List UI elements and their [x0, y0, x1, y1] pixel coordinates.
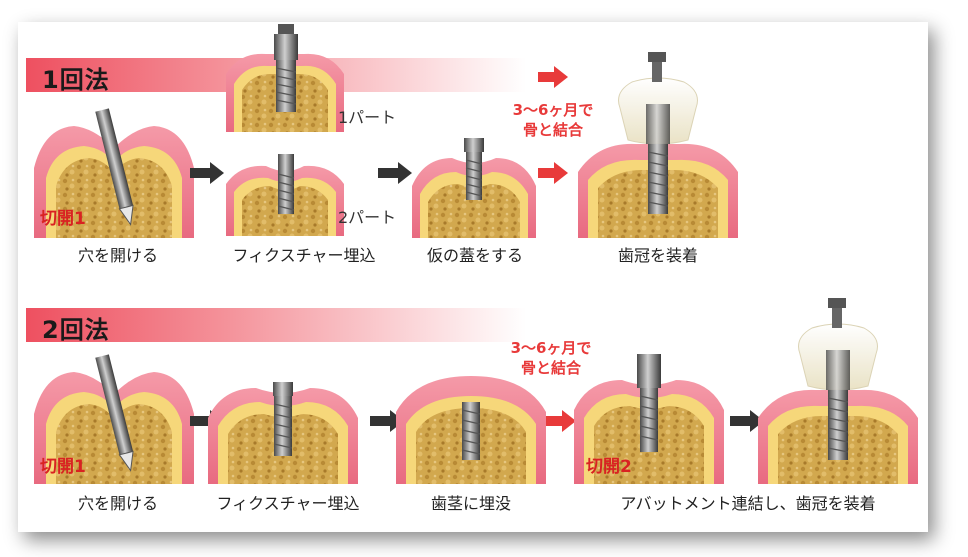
arrow-right-icon	[190, 162, 224, 184]
m2-incision1-label: 切開1	[40, 457, 86, 477]
m2-wait-line1: 3～6ヶ月で	[510, 339, 592, 357]
m2-abutment-illustration	[574, 354, 724, 484]
m1-cap-illustration	[412, 138, 536, 238]
m2-drill-illustration	[34, 354, 194, 484]
red-arrow-icon	[546, 410, 576, 432]
m1-incision-label: 切開1	[40, 209, 86, 229]
m1-step4-label: 歯冠を装着	[617, 246, 698, 265]
red-arrow-icon	[538, 162, 568, 184]
arrow-right-icon	[378, 162, 412, 184]
m2-fixture-illustration	[208, 382, 358, 484]
m2-buried-illustration	[396, 376, 546, 484]
m1-step2-label: フィクスチャー埋込	[232, 246, 376, 265]
m1-drill-illustration	[34, 108, 194, 238]
method2-title: 2回法	[42, 316, 110, 344]
m1-one-part-illustration	[226, 24, 344, 133]
m2-wait-label: 3～6ヶ月で 骨と結合	[486, 338, 616, 378]
m1-two-part-label: 2パート	[338, 208, 397, 227]
method2-banner: 2回法	[26, 308, 526, 344]
m1-wait-label: 3～6ヶ月で 骨と結合	[488, 100, 618, 140]
m1-wait-line2: 骨と結合	[522, 121, 583, 139]
red-arrow-icon	[538, 66, 568, 88]
arrow-right-icon	[730, 410, 764, 432]
m1-step1-label: 穴を開ける	[77, 246, 158, 265]
method1-title: 1回法	[42, 66, 110, 94]
m1-wait-line1: 3～6ヶ月で	[512, 101, 594, 119]
m2-step3-label: 歯茎に埋没	[430, 494, 511, 513]
m2-wait-line2: 骨と結合	[520, 359, 581, 377]
m1-one-part-label: 1パート	[338, 108, 397, 127]
m1-crown-illustration	[578, 52, 738, 238]
m2-step2-label: フィクスチャー埋込	[216, 494, 360, 513]
m2-step1-label: 穴を開ける	[77, 494, 158, 513]
diagram-panel: 1回法 切開1 穴を開ける 1パート 2パート フィクスチャー埋込	[18, 22, 928, 532]
m2-crown-illustration	[758, 298, 918, 484]
m2-step4-label: アバットメント連結し、歯冠を装着	[620, 494, 876, 513]
m2-incision2-label: 切開2	[586, 457, 632, 477]
m1-two-part-illustration	[226, 154, 344, 236]
m1-step3-label: 仮の蓋をする	[426, 246, 523, 265]
